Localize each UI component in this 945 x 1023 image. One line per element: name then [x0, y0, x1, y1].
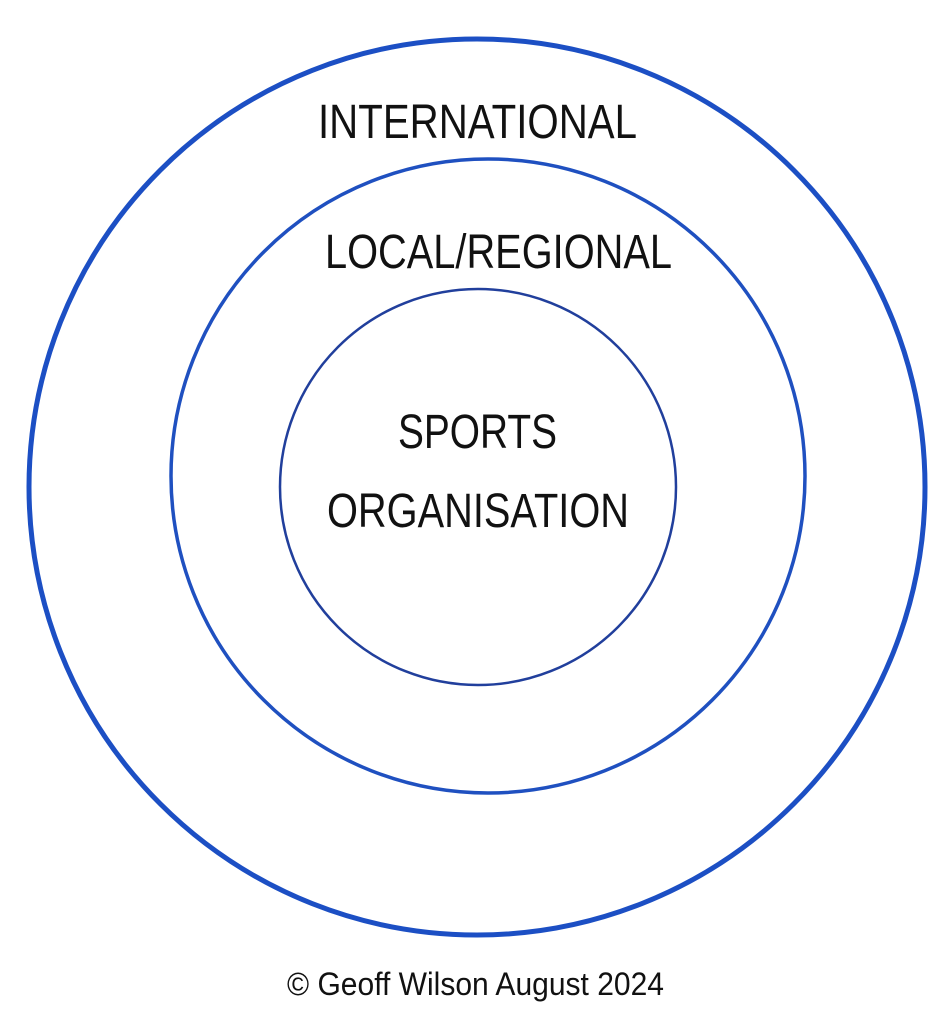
label-sports: SPORTS: [398, 406, 557, 459]
inner-ring-sports-organisation: [278, 287, 678, 687]
label-international: INTERNATIONAL: [318, 96, 637, 149]
label-local-regional: LOCAL/REGIONAL: [325, 226, 672, 279]
label-organisation: ORGANISATION: [327, 485, 629, 538]
copyright-footer: © Geoff Wilson August 2024: [287, 966, 664, 1002]
middle-ring-local-regional: [169, 157, 807, 795]
outer-ring-international: [26, 36, 928, 938]
